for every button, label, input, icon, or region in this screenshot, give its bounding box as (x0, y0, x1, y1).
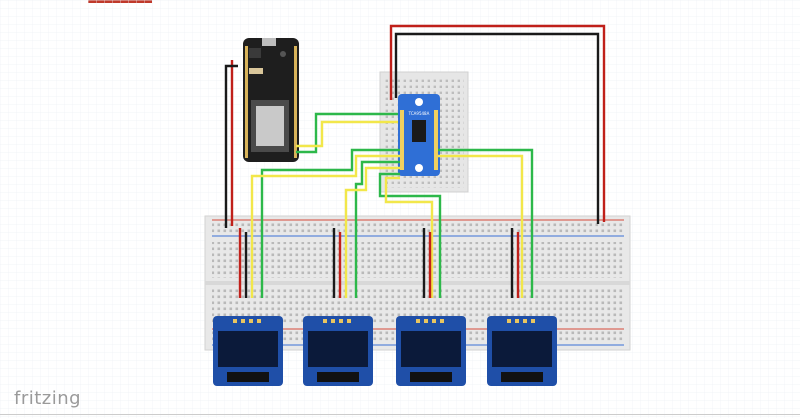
mux-chip-label: TCA9548A (408, 111, 430, 116)
feather-scl-wire (296, 112, 400, 154)
fritzing-brand-label: fritzing (14, 388, 82, 409)
mux-board: TCA9548A (398, 94, 440, 176)
feather-board (243, 38, 299, 162)
oled-display-1 (213, 316, 283, 386)
feather-sda-wire (296, 120, 400, 148)
oled-display-3 (396, 316, 466, 386)
power-wires (389, 24, 606, 224)
oled-display-2 (303, 316, 373, 386)
feather-ground-wire (224, 64, 238, 228)
oled-display-4 (487, 316, 557, 386)
bottom-edge (0, 414, 800, 415)
i2c-channel-wires (250, 148, 534, 298)
oled-power-jumpers (238, 228, 520, 298)
